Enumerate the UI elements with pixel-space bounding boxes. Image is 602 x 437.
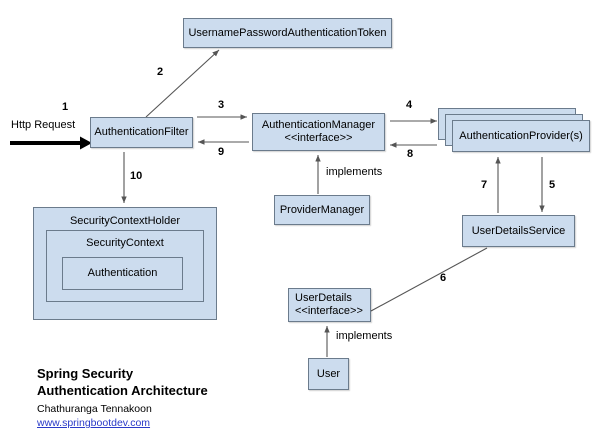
node-label: AuthenticationProvider(s) [459, 129, 583, 142]
node-label: UserDetailsService [471, 224, 566, 237]
node-username-password-authentication-token[interactable]: UsernamePasswordAuthenticationToken [183, 18, 392, 48]
node-label: Authentication [87, 267, 158, 280]
step-label-10: 10 [130, 170, 143, 182]
step-label-7: 7 [481, 179, 488, 191]
step-label-3: 3 [218, 99, 225, 111]
node-user[interactable]: User [308, 358, 349, 390]
node-user-details[interactable]: UserDetails <<interface>> [288, 288, 371, 322]
node-provider-manager[interactable]: ProviderManager [274, 195, 370, 225]
node-label: User [316, 367, 341, 380]
node-label: UserDetails <<interface>> [295, 292, 363, 317]
implements-label-user: implements [336, 330, 393, 342]
node-user-details-service[interactable]: UserDetailsService [462, 215, 575, 247]
node-label: AuthenticationFilter [94, 126, 189, 139]
page-title-line-1: Spring Security [37, 366, 134, 381]
step-label-4: 4 [406, 99, 413, 111]
step-label-6: 6 [440, 272, 447, 284]
step-label-5: 5 [549, 179, 556, 191]
node-label: AuthenticationManager <<interface>> [261, 119, 376, 144]
node-authentication[interactable]: Authentication [62, 257, 183, 290]
node-label: SecurityContext [86, 237, 164, 249]
node-label: UsernamePasswordAuthenticationToken [188, 26, 387, 39]
node-label: ProviderManager [279, 203, 365, 216]
arrow-step-2 [145, 49, 220, 118]
node-authentication-providers[interactable]: AuthenticationProvider(s) [452, 120, 590, 152]
author-name: Chathuranga Tennakoon [37, 403, 152, 416]
step-label-2: 2 [157, 66, 164, 78]
title-block: Spring Security Authentication Architect… [37, 366, 208, 431]
node-authentication-filter[interactable]: AuthenticationFilter [90, 117, 193, 148]
step-label-8: 8 [407, 148, 414, 160]
implements-label-provider-manager: implements [326, 166, 383, 178]
step-label-9: 9 [218, 146, 225, 158]
page-title-line-2: Authentication Architecture [37, 382, 208, 398]
website-link[interactable]: www.springbootdev.com [37, 417, 151, 430]
http-request-label: Http Request [11, 119, 76, 131]
arrow-http-request [10, 136, 92, 150]
step-label-1: 1 [62, 101, 69, 113]
node-authentication-manager[interactable]: AuthenticationManager <<interface>> [252, 113, 385, 151]
node-label: SecurityContextHolder [69, 215, 181, 227]
arrow-step-6 [370, 247, 488, 312]
